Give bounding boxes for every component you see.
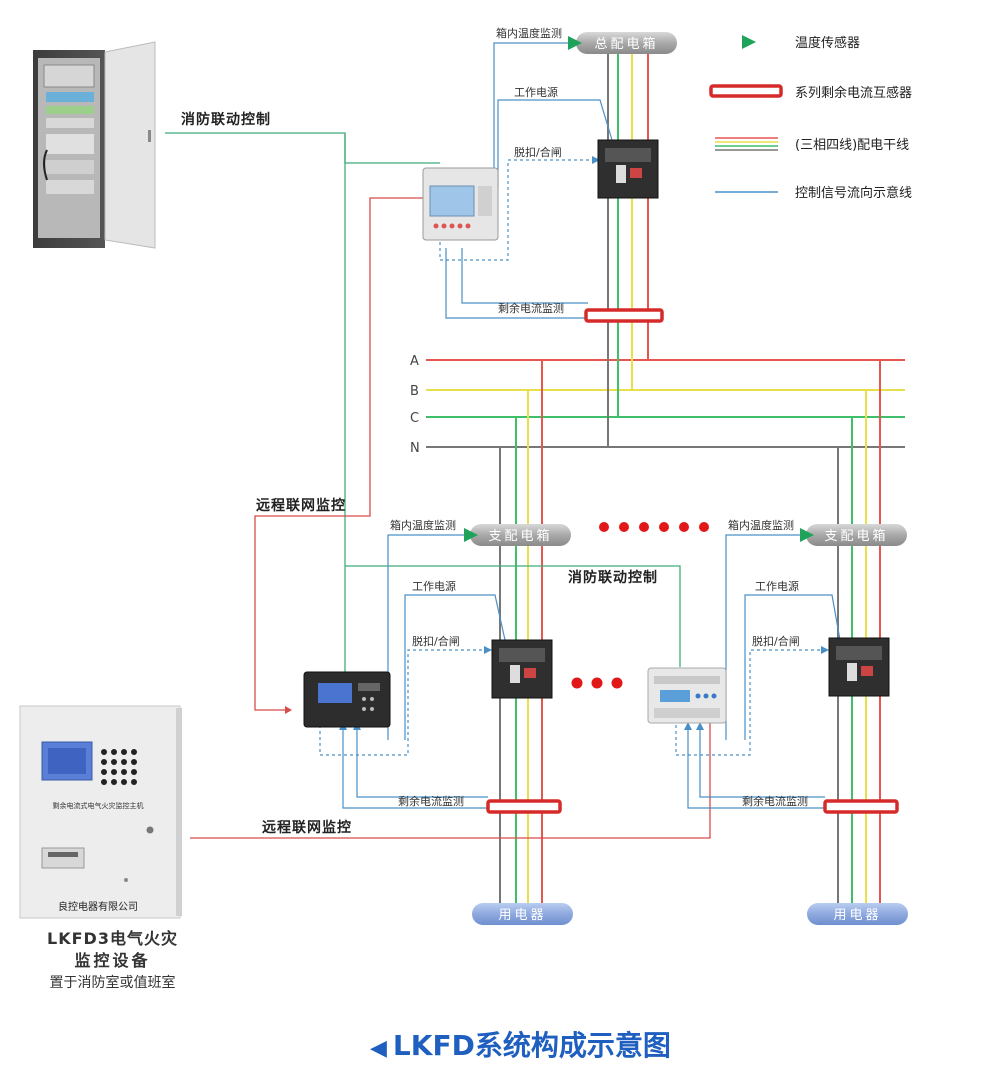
legend-power-lines-label: (三相四线)配电干线 — [795, 138, 909, 153]
svg-text:支配电箱: 支配电箱 — [824, 528, 888, 544]
trip-close-label: 脱扣/合闸 — [412, 634, 460, 648]
caption-line-2: 监控设备 — [74, 951, 151, 970]
remote-monitor-lines — [190, 197, 711, 839]
load-right: 用电器 — [807, 903, 908, 925]
work-power-label: 工作电源 — [755, 579, 799, 593]
legend: 温度传感器 系列剩余电流互感器 (三相四线)配电干线 控制信号流向示意线 — [709, 35, 912, 201]
residual-monitor-label: 剩余电流监测 — [742, 794, 808, 808]
box-temp-label: 箱内温度监测 — [496, 26, 562, 40]
svg-text:支配电箱: 支配电箱 — [488, 528, 552, 544]
temp-sensor-icon — [464, 528, 478, 542]
legend-ct-icon — [709, 84, 783, 98]
branch-feeder-right — [837, 360, 881, 912]
trip-close-label: 脱扣/合闸 — [752, 634, 800, 648]
residual-monitor-label: 剩余电流监测 — [398, 794, 464, 808]
trip-close-dashed-top — [439, 156, 600, 261]
bus-label-c: C — [410, 411, 419, 426]
legend-temp-sensor-label: 温度传感器 — [795, 35, 860, 51]
work-power-label: 工作电源 — [514, 85, 558, 99]
residual-ct-right — [823, 799, 899, 814]
work-power-label: 工作电源 — [412, 579, 456, 593]
ellipsis-dots-top — [599, 522, 709, 532]
main-breaker — [597, 139, 659, 199]
bus-label-n: N — [410, 441, 420, 456]
trip-close-dashed-left — [319, 646, 492, 756]
remote-monitor-label: 远程联网监控 — [256, 497, 346, 514]
diagram-title: ◀LKFD系统构成示意图 — [370, 1024, 671, 1064]
signal-lines-right — [684, 534, 841, 809]
branch-box-right: 支配电箱 — [806, 524, 907, 546]
fire-linkage-lines — [165, 132, 681, 690]
temp-sensor-icon — [568, 36, 582, 50]
trip-close-dashed-right — [675, 646, 829, 756]
branch-detector-left — [303, 671, 391, 728]
top-monitor-device — [422, 167, 499, 241]
signal-lines-top — [445, 42, 613, 319]
svg-text:用电器: 用电器 — [498, 908, 546, 923]
printer-slot — [41, 847, 85, 869]
left-triangle-icon: ◀ — [370, 1036, 387, 1061]
main-distribution-box: 总配电箱 — [576, 32, 677, 54]
signal-lines-left — [339, 534, 506, 809]
bus-label-b: B — [410, 384, 419, 399]
host-company-label: 良控电器有限公司 — [58, 900, 138, 913]
main-feeder — [607, 52, 649, 447]
branch-breaker-right — [828, 637, 890, 697]
trip-close-label: 脱扣/合闸 — [514, 145, 562, 159]
load-left: 用电器 — [472, 903, 573, 925]
bus-label-a: A — [410, 354, 419, 369]
branch-detector-right — [647, 667, 727, 724]
diagram-title-text: LKFD系统构成示意图 — [392, 1029, 671, 1062]
main-bus — [426, 359, 905, 448]
svg-text:总配电箱: 总配电箱 — [594, 36, 658, 52]
residual-ct-left — [486, 799, 562, 814]
fire-control-cabinet — [33, 41, 156, 249]
box-temp-label: 箱内温度监测 — [728, 518, 794, 532]
legend-power-lines-icon — [715, 137, 778, 151]
residual-monitor-label: 剩余电流监测 — [498, 301, 564, 315]
branch-feeder-left — [499, 360, 543, 912]
caption-line-3: 置于消防室或值班室 — [49, 975, 176, 991]
branch-box-left: 支配电箱 — [470, 524, 571, 546]
fire-linkage-label-mid: 消防联动控制 — [568, 569, 658, 586]
legend-ct-label: 系列剩余电流互感器 — [795, 85, 912, 101]
host-panel-text: 剩余电流式电气火灾监控主机 — [53, 801, 144, 810]
fire-linkage-label: 消防联动控制 — [181, 111, 271, 128]
device-caption: LKFD3电气火灾 监控设备 置于消防室或值班室 — [20, 928, 205, 994]
branch-breaker-left — [491, 639, 553, 699]
legend-signal-label: 控制信号流向示意线 — [795, 185, 912, 201]
residual-ct-main — [584, 308, 664, 323]
box-temp-label: 箱内温度监测 — [390, 518, 456, 532]
monitor-host-cabinet: 剩余电流式电气火灾监控主机 良控电器有限公司 — [19, 705, 182, 919]
legend-temp-sensor-icon — [742, 35, 756, 49]
ellipsis-dots-mid — [571, 677, 623, 689]
svg-text:用电器: 用电器 — [833, 908, 881, 923]
remote-monitor-label-bottom: 远程联网监控 — [262, 819, 352, 836]
temp-sensor-icon — [800, 528, 814, 542]
caption-line-1: LKFD3电气火灾 — [47, 929, 178, 948]
